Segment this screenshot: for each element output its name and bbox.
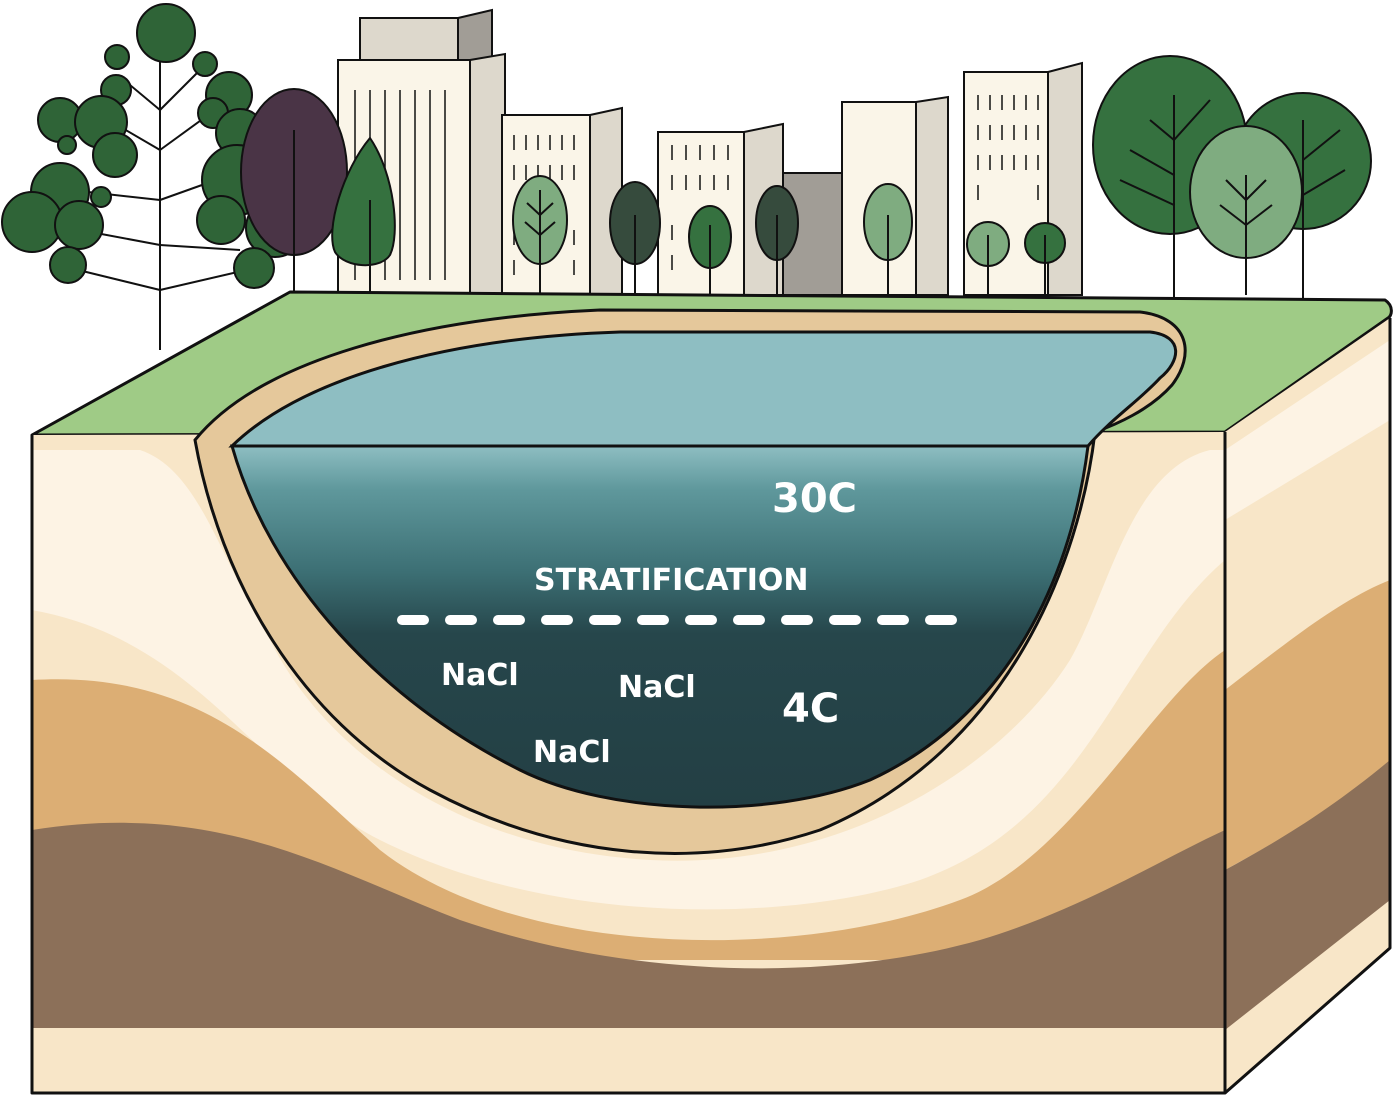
salt-label: NaCl — [533, 735, 611, 770]
cone-tree — [331, 136, 396, 296]
surface-temperature-label: 30C — [772, 476, 857, 522]
bottom-temperature-label: 4C — [782, 686, 839, 732]
block-outline — [30, 318, 1392, 1095]
light-tree-2 — [863, 183, 913, 296]
stratification-label: STRATIFICATION — [534, 563, 808, 598]
purple-tree — [240, 88, 348, 300]
salt-label: NaCl — [441, 658, 519, 693]
light-tree-3 — [966, 221, 1010, 296]
slate-tree-1 — [609, 181, 661, 296]
green-tree-1 — [688, 205, 732, 296]
side-face — [1225, 318, 1390, 1093]
light-round-tree — [1189, 125, 1303, 295]
green-tree-2 — [1024, 222, 1066, 296]
trees — [1, 3, 1372, 350]
water-body — [230, 444, 1090, 809]
city-skyline — [337, 8, 1083, 296]
light-tree-1 — [512, 175, 568, 296]
lake-surface — [228, 330, 1178, 448]
salt-label: NaCl — [618, 670, 696, 705]
slate-tree-2 — [755, 185, 799, 296]
